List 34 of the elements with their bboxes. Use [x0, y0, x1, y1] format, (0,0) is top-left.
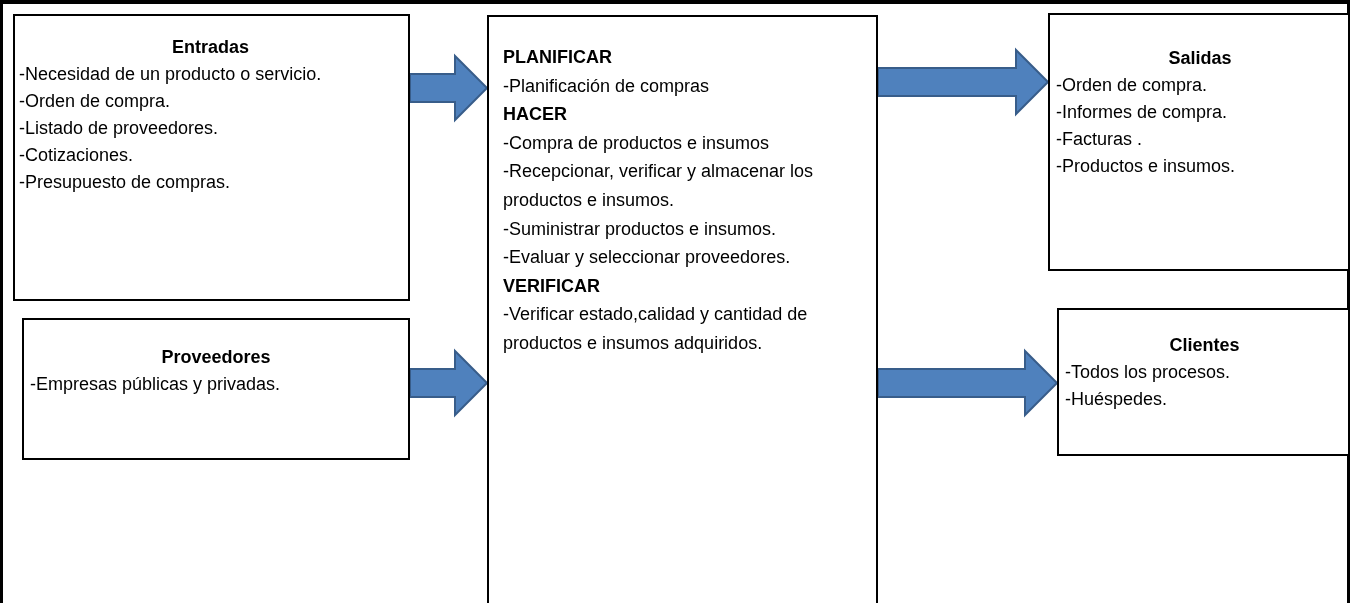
block-arrow [877, 348, 1059, 418]
box-heading: Entradas [171, 36, 250, 59]
box-heading: PLANIFICAR [503, 46, 613, 69]
list-item: -Evaluar y seleccionar proveedores. [503, 246, 792, 270]
list-item: -Necesidad de un producto o servicio. [19, 63, 323, 86]
list-item: -Orden de compra. [19, 90, 172, 113]
block-arrow [877, 47, 1050, 117]
box-heading: Salidas [1167, 47, 1233, 70]
block-arrow [409, 53, 489, 123]
box-heading: HACER [503, 103, 568, 127]
list-item: -Listado de proveedores. [19, 117, 220, 140]
list-item: -Empresas públicas y privadas. [30, 373, 282, 396]
process-box [487, 15, 878, 603]
list-item: -Cotizaciones. [19, 144, 135, 167]
list-item: -Presupuesto de compras. [19, 171, 232, 194]
process-box [1048, 13, 1350, 271]
box-heading: VERIFICAR [503, 274, 601, 298]
list-item: -Planificación de compras [503, 74, 711, 98]
list-item: -Productos e insumos. [1056, 155, 1237, 178]
list-item: -Todos los procesos. [1065, 361, 1232, 384]
list-item: -Recepcionar, verificar y almacenar los productos e insumos. [503, 160, 815, 212]
list-item: -Orden de compra. [1056, 74, 1209, 97]
list-item: -Suministrar productos e insumos. [503, 217, 778, 241]
process-box [13, 14, 410, 301]
box-heading: Proveedores [160, 346, 272, 369]
list-item: -Compra de productos e insumos [503, 131, 771, 155]
box-heading: Clientes [1168, 334, 1241, 357]
list-item: -Verificar estado,calidad y cantidad de productos e insumos adquiridos. [503, 303, 809, 355]
block-arrow [409, 348, 489, 418]
process-box [22, 318, 410, 460]
list-item: -Huéspedes. [1065, 388, 1169, 411]
list-item: -Facturas . [1056, 128, 1144, 151]
process-box [1057, 308, 1350, 456]
list-item: -Informes de compra. [1056, 101, 1229, 124]
